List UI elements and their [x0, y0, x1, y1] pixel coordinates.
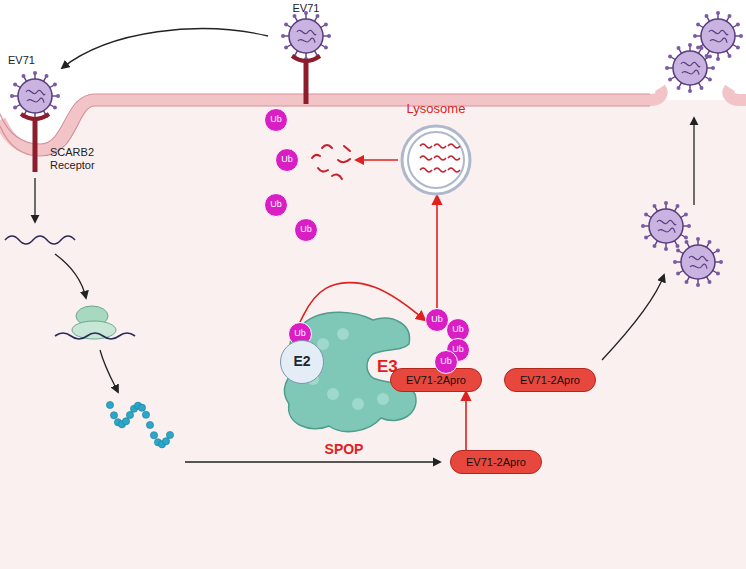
node-label: Ub — [270, 115, 282, 125]
node-label: Ub — [281, 155, 293, 165]
protease-box: EV71-2Apro — [450, 450, 542, 474]
protease-box: EV71-2Apro — [504, 368, 596, 392]
ubiquitin: Ub — [275, 148, 299, 172]
lysosome-outline — [400, 124, 472, 196]
virus-label: EV71 — [293, 2, 320, 15]
node-label: Ub — [431, 315, 443, 325]
virus-label: EV71 — [8, 54, 35, 67]
receptor-label: SCARB2 Receptor — [50, 146, 114, 172]
red-arrow — [465, 392, 467, 450]
ubiquitin: Ub — [264, 108, 288, 132]
node-label: EV71-2Apro — [520, 374, 580, 386]
node-label: EV71-2Apro — [466, 456, 526, 468]
node-label: Ub — [440, 357, 452, 367]
node-label: Ub — [270, 200, 282, 210]
red-arrow — [436, 196, 438, 308]
e2-enzyme: E2 — [280, 340, 324, 384]
spop-label: SPOP — [325, 442, 364, 457]
node-label: Ub — [294, 329, 306, 339]
lysosome: Lysosome — [400, 124, 472, 196]
node-label: Ub — [300, 225, 312, 235]
ubiquitin: Ub — [434, 350, 458, 374]
lysosome-label: Lysosome — [407, 102, 466, 116]
protease-box: EV71-2Apro — [390, 368, 482, 392]
ubiquitin: Ub — [264, 193, 288, 217]
node-label: E2 — [293, 354, 310, 369]
node-label: Ub — [452, 325, 464, 335]
ubiquitin: Ub — [294, 218, 318, 242]
node-label: EV71-2Apro — [406, 374, 466, 386]
